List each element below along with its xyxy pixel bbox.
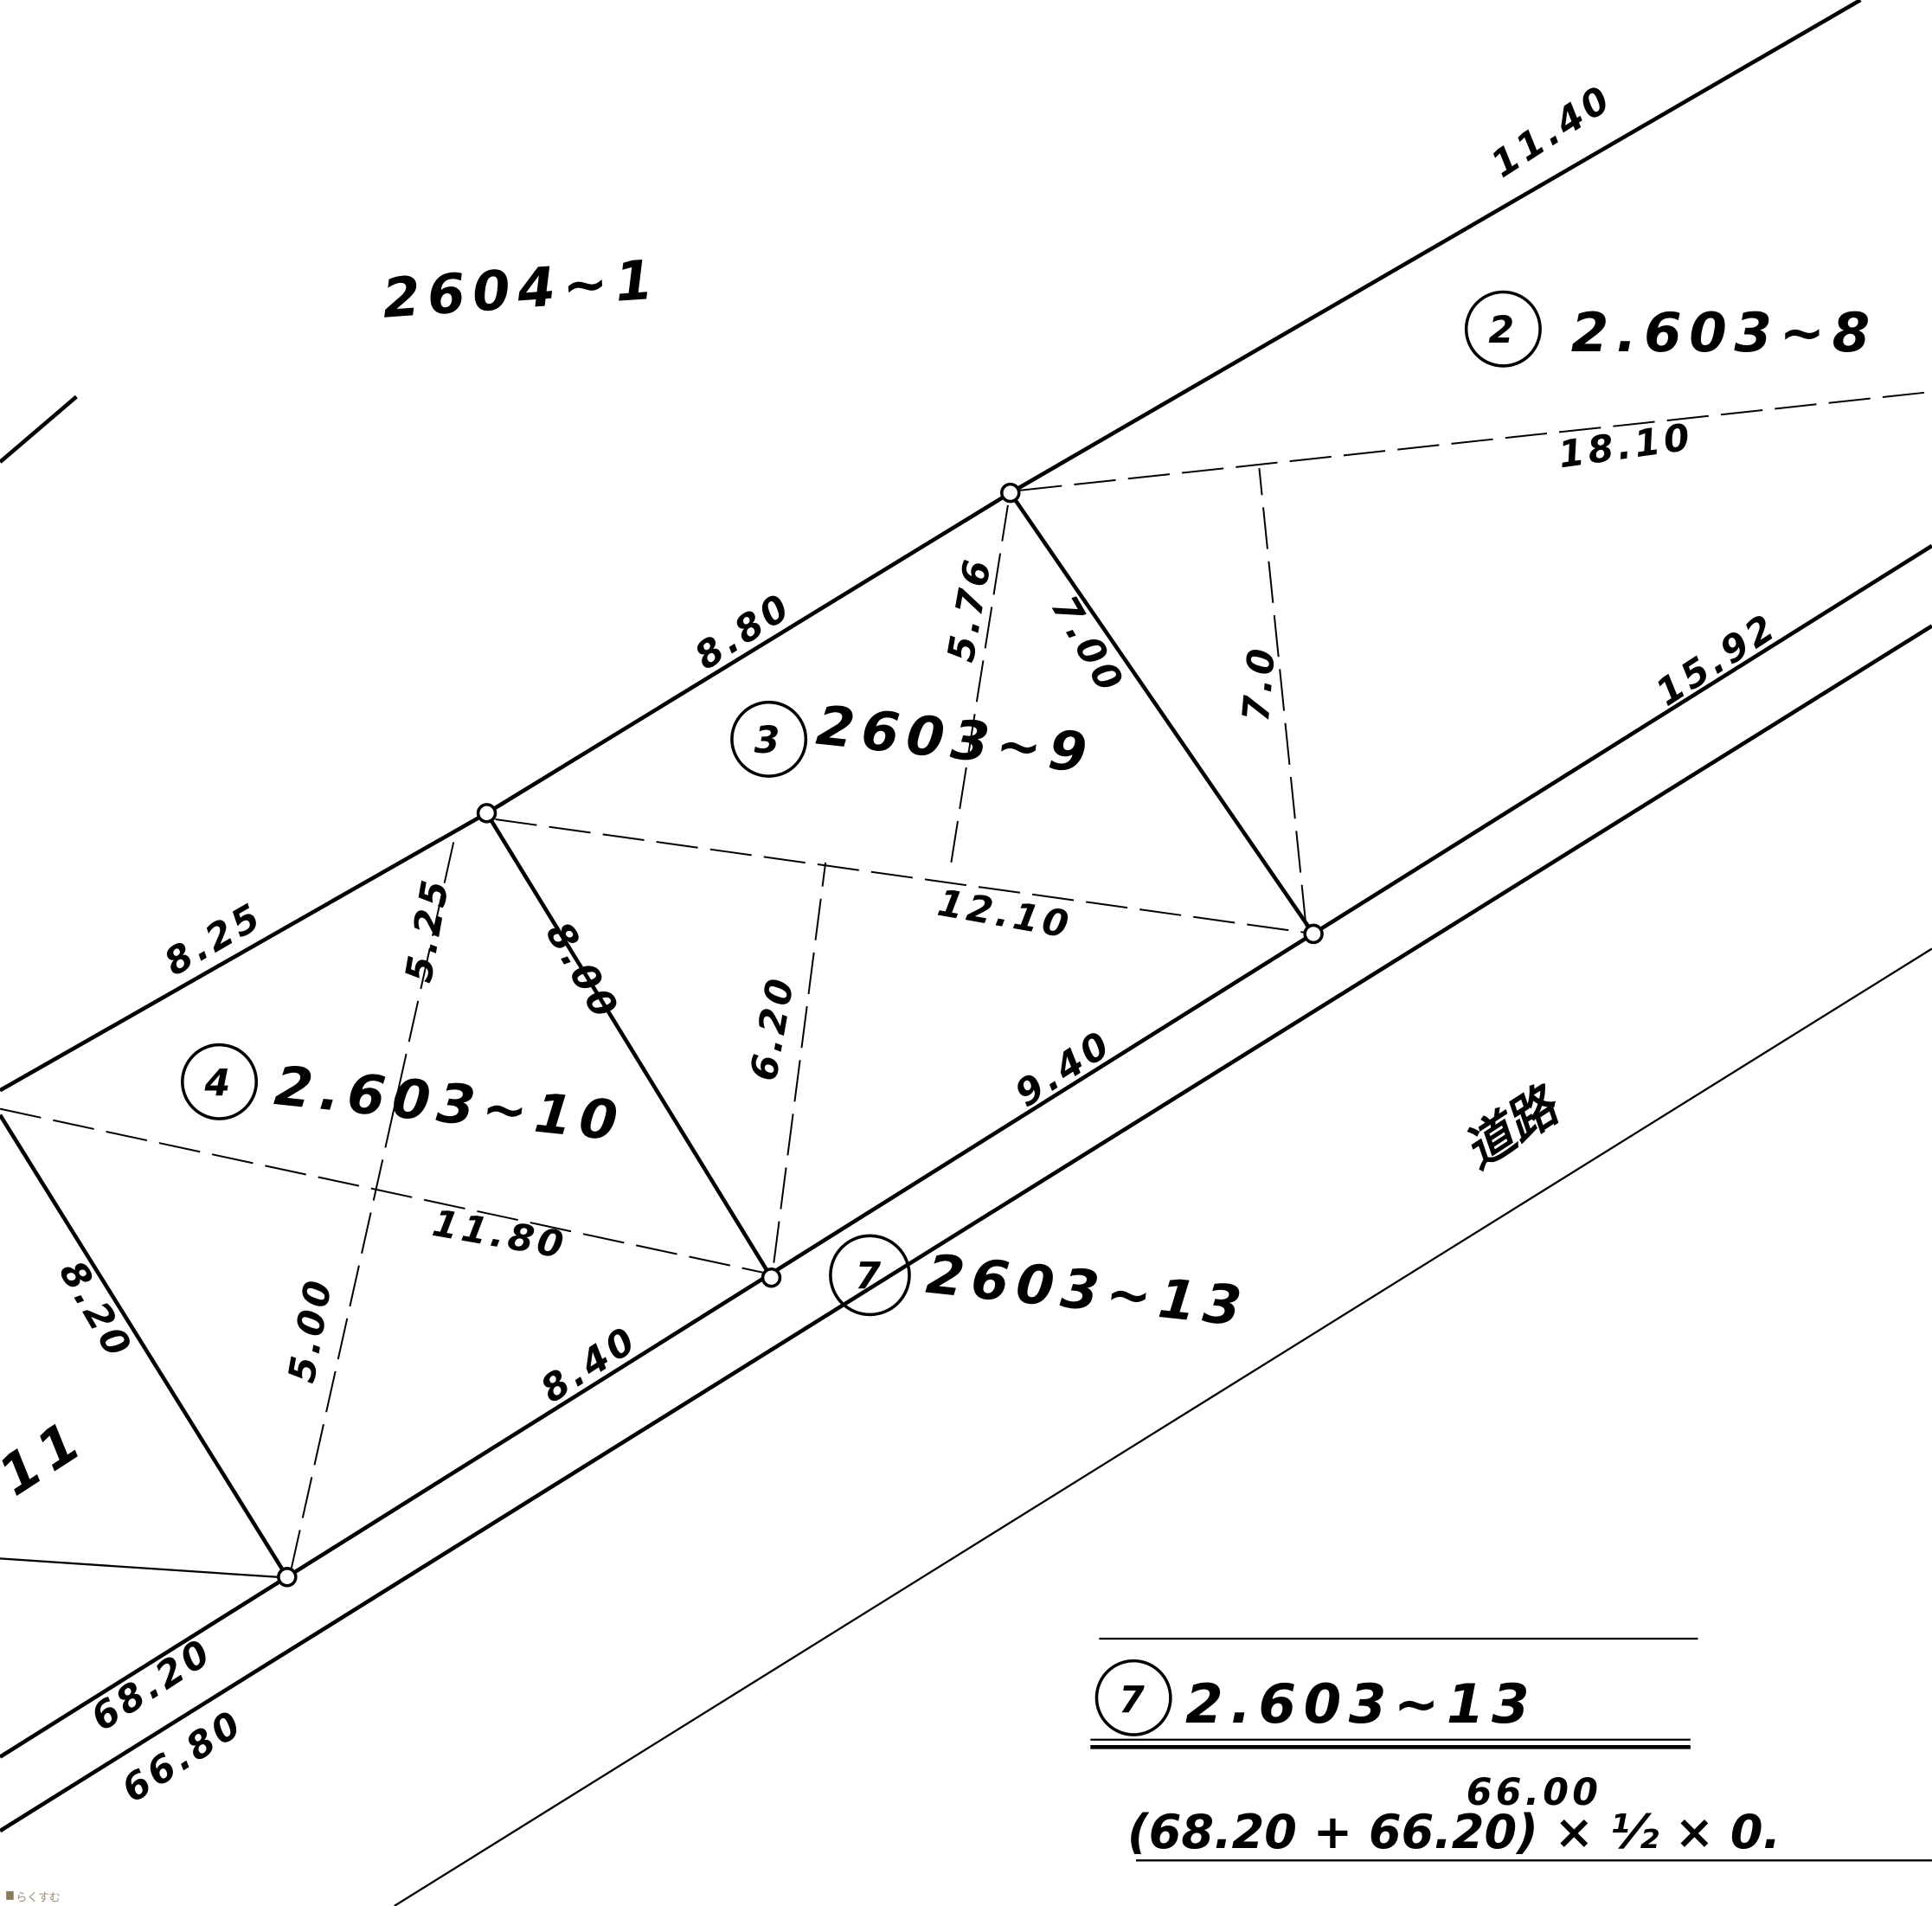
dim-5-25: 5.25	[397, 874, 459, 985]
corner-line	[0, 395, 78, 464]
dim-7-00: 7.00	[1042, 588, 1133, 702]
survey-point	[1000, 482, 1021, 504]
dashed-18-10	[1020, 390, 1932, 491]
road-label: 道路	[1454, 1075, 1572, 1180]
boundary-top-mid	[485, 491, 1011, 815]
parcel-mark-circle	[829, 1234, 911, 1317]
dim-8-00: 8.00	[537, 914, 628, 1028]
survey-point	[1303, 923, 1324, 945]
parcel-11-partial: 11	[0, 1406, 98, 1508]
dim-8-25: 8.25	[157, 895, 271, 985]
road-boundary-line	[0, 543, 1932, 1759]
road-edge-line	[0, 624, 1932, 1833]
diagonal-a-p1	[0, 1113, 289, 1578]
boundary-top-east	[1009, 0, 1862, 495]
survey-point	[761, 1267, 782, 1288]
survey-point	[476, 803, 497, 824]
dashed-height-6-20	[773, 862, 827, 1263]
parcel-mark-3: 3	[754, 719, 784, 762]
dashed-height-5-76	[950, 504, 1009, 863]
dim-18-10: 18.10	[1556, 415, 1696, 477]
dim-11-40: 11.40	[1484, 76, 1621, 186]
parcel-2603-9: 2603~9	[813, 694, 1097, 786]
diagonal-c-p3	[1008, 491, 1315, 935]
boundary-top-west	[0, 811, 488, 1093]
dim-8-40: 8.40	[533, 1318, 645, 1412]
parcel-2603-8: 2.603~8	[1571, 301, 1877, 364]
dim-5-76: 5.76	[940, 554, 1001, 665]
dim-11-80: 11.80	[429, 1202, 570, 1267]
dim-15-92: 15.92	[1648, 605, 1785, 715]
road-far-edge-line	[394, 947, 1932, 1906]
legend-mark-circle	[1094, 1659, 1172, 1736]
dashed-11-80	[0, 1107, 765, 1274]
dim-8-80: 8.80	[687, 585, 799, 679]
leader-line	[0, 1557, 278, 1578]
dim-6-20: 6.20	[742, 972, 804, 1084]
parcel-mark-7: 7	[855, 1255, 884, 1299]
parcel-2603-10: 2.603~10	[272, 1054, 628, 1153]
parcel-mark-circle	[1464, 290, 1542, 368]
dim-8-20: 8.20	[50, 1254, 141, 1367]
dim-7-0: 7.0	[1235, 644, 1285, 724]
parcel-2604-1: 2604~1	[381, 247, 663, 330]
dashed-height-7-0	[1258, 468, 1307, 927]
diagonal-b-p2	[485, 812, 773, 1279]
dim-9-40: 9.40	[1008, 1022, 1120, 1116]
legend-correction: 66.00	[1467, 1771, 1601, 1814]
watermark-house-icon	[6, 1890, 14, 1900]
parcel-mark-circle	[181, 1043, 259, 1120]
parcel-2603-13: 2603~13	[923, 1242, 1251, 1339]
parcel-mark-2: 2	[1488, 309, 1518, 352]
legend-mark-7: 7	[1119, 1678, 1148, 1722]
survey-point	[277, 1567, 298, 1588]
legend-formula: (68.20 + 66.20) × ½ × 0.	[1127, 1805, 1781, 1859]
parcel-mark-circle	[730, 700, 808, 778]
watermark: らくすむ	[16, 1891, 61, 1904]
dashed-12-10	[495, 818, 1306, 934]
parcel-mark-4: 4	[204, 1062, 234, 1105]
dim-5-00: 5.00	[280, 1274, 342, 1386]
legend-parcel-number: 2.603~13	[1185, 1672, 1537, 1736]
dashed-height-5-00	[290, 831, 457, 1571]
